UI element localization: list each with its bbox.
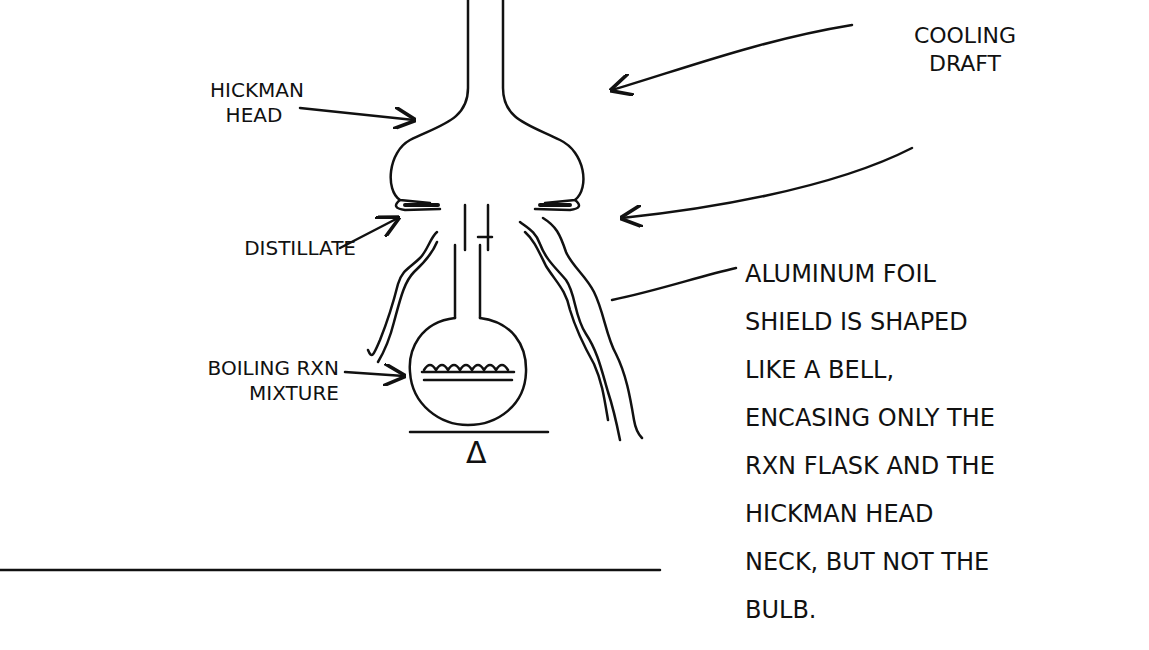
- hickman-neck: [465, 205, 488, 250]
- hot-plate: [410, 431, 548, 434]
- note-text: ALUMINUM FOIL SHIELD IS SHAPED LIKE A BE…: [745, 250, 995, 634]
- heat-symbol: Δ: [466, 434, 506, 472]
- part-label: BOILING RXN MIXTURE: [194, 356, 339, 406]
- reaction-flask: [410, 318, 526, 425]
- liquid-surface: [422, 372, 514, 380]
- pointer-arrow: [622, 148, 912, 218]
- hickman-head: [391, 0, 584, 203]
- bubbles: [424, 365, 508, 370]
- separator-line: [0, 569, 660, 572]
- leader-line: [612, 268, 736, 300]
- foil-shield-right: [520, 218, 642, 440]
- pointer-arrow: [345, 372, 404, 376]
- distillate: [405, 203, 570, 207]
- pointer-arrow: [300, 108, 414, 120]
- part-label: HICKMAN HEAD: [210, 78, 298, 128]
- callout-label: COOLING DRAFT: [880, 22, 1050, 77]
- flask-neck: [455, 237, 492, 318]
- part-label: DISTILLATE: [206, 236, 356, 261]
- foil-shield-left: [368, 232, 437, 362]
- pointer-arrow: [612, 25, 852, 90]
